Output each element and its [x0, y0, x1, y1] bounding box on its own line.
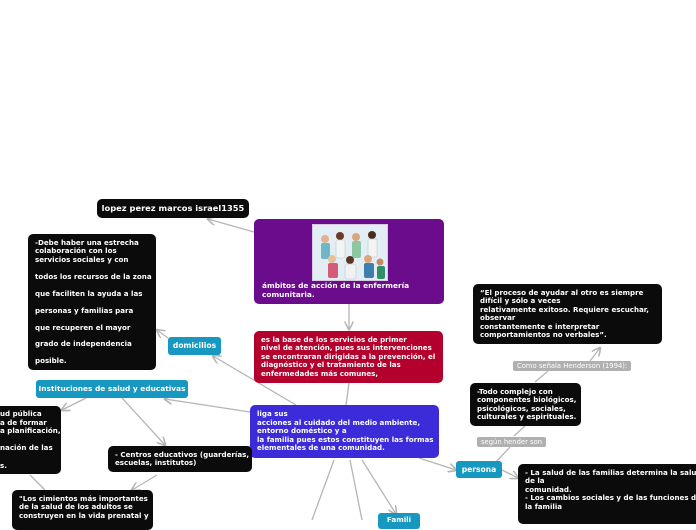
- link-familias: [501, 469, 518, 478]
- domicilios-note-line-1: -Debe haber una estrecha: [35, 238, 139, 247]
- link-cimientos-b: [132, 474, 158, 490]
- base-line-4: diagnóstico y el tratamiento de las: [261, 360, 401, 370]
- link-salud-publica: [62, 397, 87, 410]
- domicilios-note-line-15: posible.: [35, 356, 67, 366]
- liga-line-3: entorno doméstico y a: [257, 426, 347, 436]
- proceso-line-2: difícil y sólo a veces: [480, 296, 561, 306]
- link-persona: [418, 457, 456, 470]
- familias-line-1: - La salud de las familias determina la …: [525, 468, 696, 477]
- base-node[interactable]: es la base de los servicios de primer ni…: [254, 331, 443, 383]
- base-line-3: se encontraran dirigidas a la prevención…: [261, 351, 436, 361]
- domicilios-note-line-5: todos los recursos de la zona: [35, 271, 152, 281]
- proceso-line-1: “El proceso de ayudar al otro es siempre: [480, 288, 644, 297]
- persona-label: persona: [461, 465, 497, 474]
- liga-line-2: acciones al cuidado del medio ambiente,: [257, 417, 421, 427]
- familias-line-2: de la: [525, 476, 545, 486]
- domicilios-note-line-3: servicios sociales y con: [35, 254, 129, 264]
- link-proceso: [589, 348, 600, 362]
- link-author: [208, 219, 255, 233]
- componentes-line-2: componentes biológicos,: [477, 395, 577, 405]
- salud-publica-line-3: a planificación,: [0, 426, 61, 436]
- henderson-label: Como señala Henderson (1994):: [513, 361, 632, 371]
- central-title-line-2: comunitaria.: [262, 289, 315, 299]
- familias-node[interactable]: - La salud de las familias determina la …: [518, 464, 696, 524]
- familias-line-4: - Los cambios sociales y de las funcione…: [525, 493, 696, 503]
- familias-line-3: comunidad.: [525, 484, 572, 494]
- salud-publica-line-5: nación de las: [0, 443, 53, 453]
- proceso-line-6: comportamientos no verbales”.: [480, 330, 607, 340]
- domicilios-note-line-7: que faciliten la ayuda a las: [35, 288, 143, 298]
- instituciones-label: Instituciones de salud y educativas: [38, 384, 186, 393]
- proceso-line-5: constantemente e interpretar: [480, 321, 600, 331]
- cimientos-line-3: construyen en la vida prenatal y: [19, 510, 149, 520]
- link-henderson: [534, 370, 549, 383]
- nurses-group-icon: [313, 225, 387, 280]
- central-title-line-1: ámbitos de acción de la enfermería: [262, 281, 410, 290]
- link-liga: [345, 382, 350, 406]
- familias-line-5: la familia: [525, 501, 563, 511]
- link-segun: [495, 446, 511, 463]
- liga-line-5: elementales de una comunidad.: [257, 443, 385, 453]
- proceso-line-4: observar: [480, 313, 516, 323]
- instituciones-node[interactable]: Instituciones de salud y educativas: [36, 380, 188, 398]
- domicilios-note-line-9: personas y familias para: [35, 305, 134, 315]
- cimientos-line-2: de la salud de los adultos se: [19, 502, 133, 512]
- componentes-line-1: -Todo complejo con: [477, 387, 553, 396]
- salud-publica-line-7: s.: [0, 460, 7, 470]
- proceso-node[interactable]: “El proceso de ayudar al otro es siempre…: [473, 284, 662, 344]
- central-image: [312, 224, 388, 281]
- segun-label: según hender son: [477, 437, 547, 447]
- author-node[interactable]: lopez perez marcos israel1355: [97, 199, 249, 218]
- familia-node[interactable]: Famili: [378, 513, 420, 529]
- link-cimientos-c: [29, 474, 46, 491]
- cimientos-line-1: "Los cimientos más importantes: [19, 494, 148, 503]
- componentes-line-3: psicológicos, sociales,: [477, 403, 566, 413]
- domicilios-note-line-13: grado de independencia: [35, 339, 132, 349]
- link-down-b: [349, 459, 363, 520]
- componentes-node[interactable]: -Todo complejo con componentes biológico…: [470, 383, 581, 426]
- link-familia: [361, 459, 396, 514]
- base-line-5: enfermedades más comunes,: [261, 368, 379, 378]
- centros-line-1: - Centros educativos (guarderías,: [115, 450, 250, 459]
- salud-publica-line-6: [0, 453, 61, 462]
- domicilios-label: domicilios: [172, 341, 217, 350]
- persona-node[interactable]: persona: [456, 461, 502, 478]
- salud-publica-line-2: a de formar: [0, 417, 47, 427]
- centros-node[interactable]: - Centros educativos (guarderías, escuel…: [108, 446, 252, 472]
- base-line-2: nivel de atención, pues sus intervencion…: [261, 343, 432, 353]
- componentes-line-4: culturales y espirituales.: [477, 412, 577, 422]
- link-instituciones: [165, 399, 251, 413]
- centros-line-2: escuelas, institutos): [115, 458, 197, 468]
- liga-node[interactable]: liga sus acciones al cuidado del medio a…: [250, 405, 439, 458]
- domicilios-note-line-2: colaboración con los: [35, 246, 117, 256]
- domicilios-node[interactable]: domicilios: [168, 337, 221, 355]
- domicilios-note-node[interactable]: -Debe haber una estrecha colaboración co…: [28, 234, 156, 370]
- base-line-1: es la base de los servicios de primer: [261, 335, 407, 344]
- link-componentes: [513, 424, 527, 437]
- salud-publica-node[interactable]: ud pública a de formar a planificación, …: [0, 406, 61, 474]
- domicilios-note-line-11: que recuperen el mayor: [35, 322, 131, 332]
- link-down-a: [311, 459, 335, 520]
- author-label: lopez perez marcos israel1355: [101, 203, 245, 213]
- link-centros: [121, 397, 165, 445]
- proceso-line-3: relativamente exitoso. Requiere escuchar…: [480, 304, 649, 314]
- liga-line-1: liga sus: [257, 409, 288, 418]
- liga-line-4: la familia pues estos constituyen las fo…: [257, 434, 434, 444]
- link-domicilios-note: [157, 330, 169, 339]
- salud-publica-line-1: ud pública: [0, 409, 42, 418]
- central-node[interactable]: ámbitos de acción de la enfermería comun…: [254, 219, 444, 304]
- cimientos-node[interactable]: "Los cimientos más importantes de la sal…: [12, 490, 153, 530]
